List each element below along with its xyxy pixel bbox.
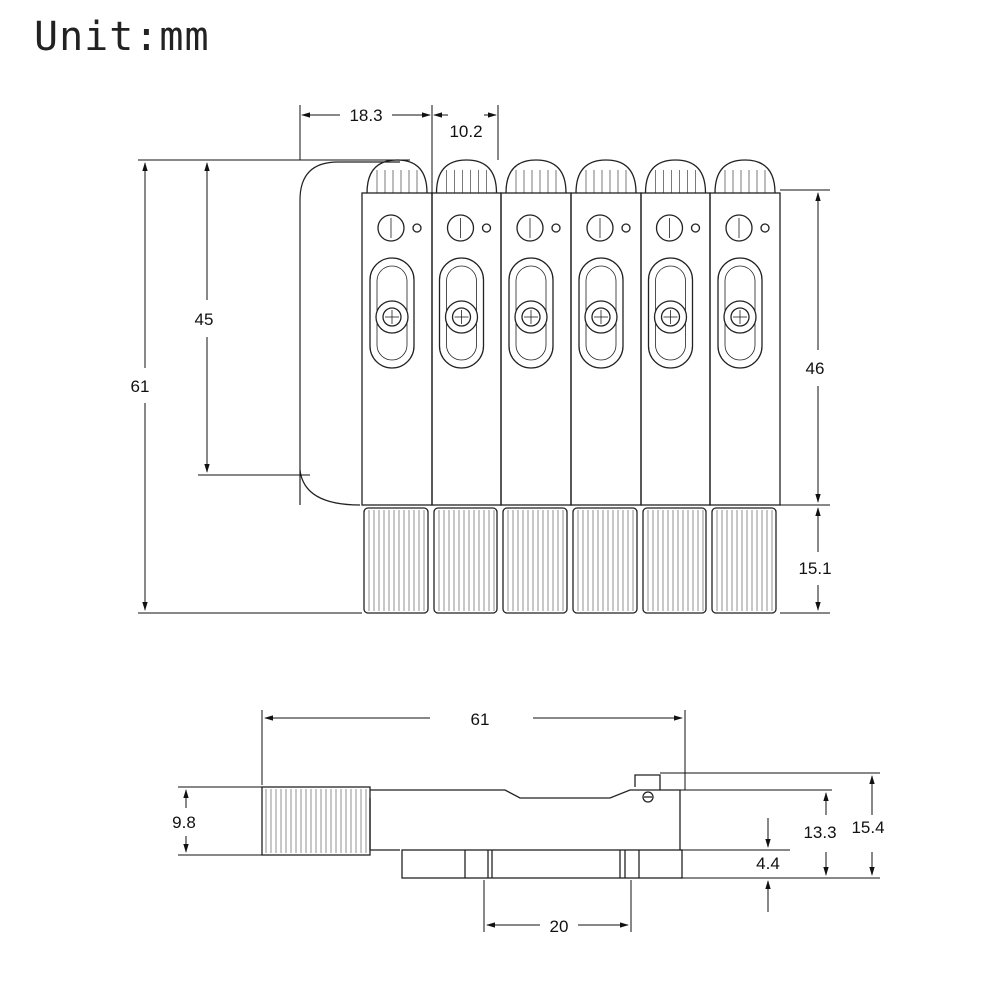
- top-view: [299, 159, 781, 614]
- side-view-dimensions: [178, 710, 880, 932]
- dim-20-label: 20: [550, 917, 569, 936]
- dim-15-1-label: 15.1: [798, 559, 831, 578]
- dim-10-2-label: 10.2: [449, 122, 482, 141]
- dim-9-8-label: 9.8: [172, 813, 196, 832]
- saddle: [570, 159, 642, 614]
- dim-61-top-label: 61: [471, 710, 490, 729]
- saddle: [431, 159, 502, 614]
- dim-46-label: 46: [806, 359, 825, 378]
- saddle: [361, 159, 433, 614]
- saddle: [500, 159, 572, 614]
- top-view-dimensions: [138, 105, 830, 614]
- dim-61-left-label: 61: [131, 377, 150, 396]
- dim-15-4-label: 15.4: [851, 818, 884, 837]
- dim-13-3-label: 13.3: [803, 823, 836, 842]
- saddle: [640, 159, 711, 614]
- dim-18-3-label: 18.3: [349, 106, 382, 125]
- dim-45-label: 45: [195, 310, 214, 329]
- saddle: [709, 159, 781, 614]
- dim-4-4-label: 4.4: [756, 854, 780, 873]
- unit-label: Unit:mm: [34, 14, 210, 60]
- side-view: [261, 774, 683, 879]
